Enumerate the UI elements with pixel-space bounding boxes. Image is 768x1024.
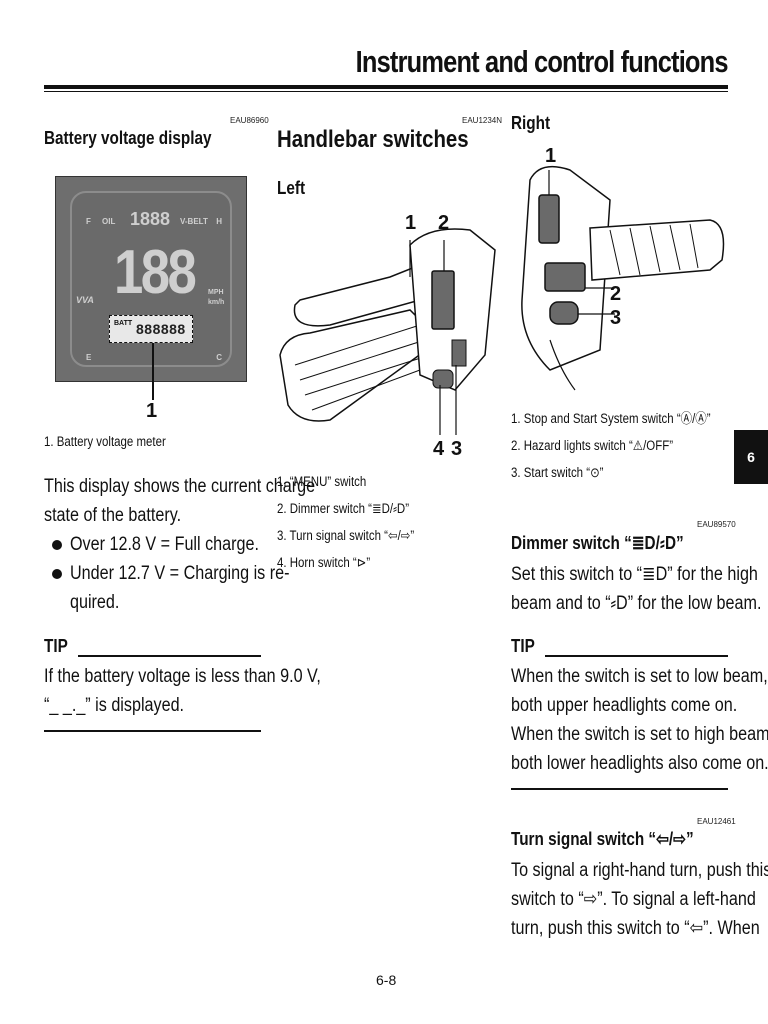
meter-oil-label: OIL (102, 217, 116, 226)
meter-c-label: C (216, 353, 222, 362)
left-callout-3: 3 (451, 438, 463, 460)
handlebar-item-2: 2. Dimmer switch “≣D/⸗D” (277, 501, 410, 516)
page-header-title: Instrument and control functions (355, 44, 729, 79)
meter-e-label: E (86, 353, 92, 362)
right-item-1: 1. Stop and Start System switch “Ⓐ/Ⓐ” (511, 411, 711, 426)
meter-big-digits: 188 (114, 238, 197, 307)
header-rule-thin (44, 91, 728, 92)
battery-voltage-meter: BATT 888888 (109, 315, 193, 343)
turn-line-3: turn, push this switch to “⇦”. When (511, 918, 760, 939)
battery-callout-1: 1 (146, 400, 158, 422)
meter-f-label: F (86, 217, 91, 226)
header-rule (44, 85, 728, 89)
meter-mph-label: MPH (208, 289, 224, 296)
dimmer-tip-label: TIP (511, 636, 535, 656)
bullet-dot (52, 569, 62, 579)
handlebar-item-1: 1. “MENU” switch (277, 474, 367, 489)
battery-leader-line (152, 343, 154, 400)
turn-line-1: To signal a right-hand turn, push this (511, 860, 768, 881)
right-label: Right (511, 113, 551, 133)
right-callout-2: 2 (610, 283, 622, 305)
meter-vbelt-label: V-BELT (180, 217, 208, 226)
battery-tip-line-1: If the battery voltage is less than 9.0 … (44, 666, 321, 687)
left-label: Left (277, 178, 306, 198)
dimmer-tip-line-4: both lower headlights also come on. (511, 753, 768, 774)
right-item-3: 3. Start switch “⊙” (511, 465, 604, 480)
right-item-2: 2. Hazard lights switch “⚠/OFF” (511, 438, 674, 453)
battery-meter-illustration: F H OIL 1888 V-BELT 188 VVA MPH km/h E C… (55, 176, 247, 382)
batt-label: BATT (114, 320, 133, 327)
right-callout-3: 3 (610, 307, 622, 329)
right-handlebar-illustration (521, 165, 725, 391)
meter-small-digits: 1888 (130, 209, 171, 229)
battery-section-code: EAU86960 (230, 116, 269, 125)
chapter-tab: 6 (734, 430, 768, 484)
left-callout-1: 1 (405, 212, 417, 234)
battery-bullet-2a: Under 12.7 V = Charging is re- (70, 563, 290, 584)
left-callout-4: 4 (433, 438, 445, 460)
battery-tip-label: TIP (44, 636, 68, 656)
battery-bullet-2b: quired. (70, 592, 120, 613)
turn-section-code: EAU12461 (697, 817, 736, 826)
page-number: 6-8 (376, 972, 397, 988)
tip-end-rule (511, 788, 728, 790)
bullet-dot (52, 540, 62, 550)
turn-line-2: switch to “⇨”. To signal a left-hand (511, 889, 756, 910)
handlebar-item-4: 4. Horn switch “⊳” (277, 555, 371, 570)
batt-value: 888888 (136, 321, 186, 337)
battery-caption: 1. Battery voltage meter (44, 434, 166, 449)
tip-rule (545, 655, 728, 657)
battery-para-line-1: This display shows the current charge (44, 476, 316, 497)
handlebar-section-code: EAU1234N (462, 116, 503, 125)
handlebar-item-3: 3. Turn signal switch “⇦/⇨” (277, 528, 415, 543)
battery-heading: Battery voltage display (44, 128, 212, 148)
tip-rule (78, 655, 261, 657)
battery-bullet-1: Over 12.8 V = Full charge. (70, 534, 259, 555)
left-handlebar-illustration (279, 228, 496, 435)
tip-end-rule (44, 730, 261, 732)
turn-heading: Turn signal switch “⇦/⇨” (511, 829, 694, 849)
left-callout-2: 2 (438, 212, 450, 234)
battery-para-line-2: state of the battery. (44, 505, 182, 526)
meter-kmh-label: km/h (208, 299, 225, 306)
dimmer-heading: Dimmer switch “≣D/⸗D” (511, 533, 684, 553)
meter-h-label: H (216, 217, 222, 226)
meter-vva-logo: VVA (76, 295, 94, 305)
right-callout-1: 1 (545, 145, 557, 167)
dimmer-tip-line-2: both upper headlights come on. (511, 695, 738, 716)
dimmer-tip-line-1: When the switch is set to low beam, (511, 666, 768, 687)
battery-tip-line-2: “_ _._” is displayed. (44, 695, 185, 716)
handlebar-heading: Handlebar switches (277, 126, 469, 153)
dimmer-section-code: EAU89570 (697, 520, 736, 529)
dimmer-line-1: Set this switch to “≣D” for the high (511, 564, 758, 585)
dimmer-line-2: beam and to “⸗D” for the low beam. (511, 593, 762, 614)
dimmer-tip-line-3: When the switch is set to high beam, (511, 724, 768, 745)
